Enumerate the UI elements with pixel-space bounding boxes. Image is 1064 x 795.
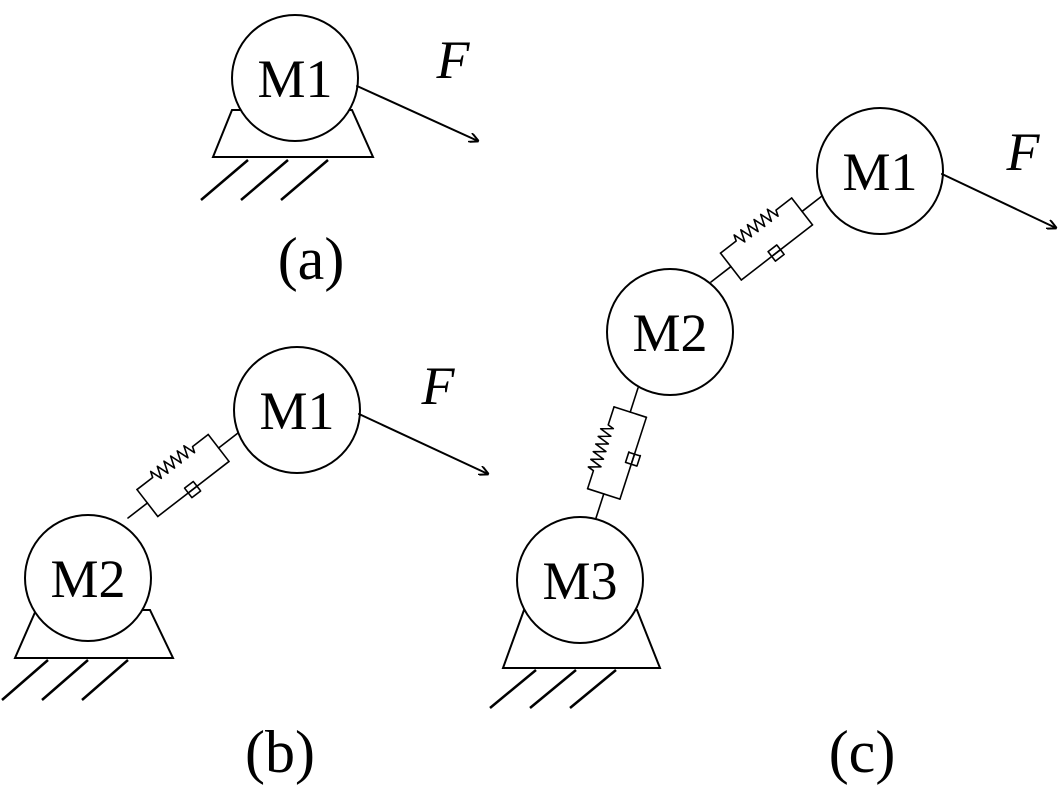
diagram-c: M3 M2 M1 F (c) bbox=[489, 107, 1056, 785]
ground-hatch-a bbox=[200, 159, 329, 201]
mass-m2-b bbox=[24, 514, 152, 642]
mass-m3-c bbox=[516, 516, 644, 644]
mass-m1-a bbox=[231, 14, 359, 142]
caption-b: (b) bbox=[245, 719, 315, 785]
mass-m2-label-b: M2 bbox=[50, 549, 125, 609]
force-arrow-b bbox=[358, 413, 488, 474]
force-label-c: F bbox=[1006, 122, 1041, 182]
diagram-a: M1 F (a) bbox=[200, 14, 478, 292]
mass-m2-label-c: M2 bbox=[632, 303, 707, 363]
force-label-b: F bbox=[421, 356, 456, 416]
ground-hatch-b bbox=[1, 659, 129, 701]
mass-m3-label-c: M3 bbox=[542, 551, 617, 611]
spring-damper-c-lower bbox=[586, 387, 648, 519]
mass-m2-c bbox=[606, 268, 734, 396]
mass-m1-label-a: M1 bbox=[257, 49, 332, 109]
force-arrow-a bbox=[356, 85, 478, 141]
diagram-b: M2 M1 F (b) bbox=[1, 346, 488, 785]
force-label-a: F bbox=[436, 30, 471, 90]
mass-m1-c bbox=[816, 107, 944, 235]
caption-a: (a) bbox=[278, 226, 345, 292]
mass-m1-label-b: M1 bbox=[259, 381, 334, 441]
force-arrow-c bbox=[941, 173, 1056, 228]
ground-hatch-c bbox=[489, 669, 617, 709]
mass-m1-label-c: M1 bbox=[842, 142, 917, 202]
spring-damper-c-upper bbox=[710, 195, 823, 283]
caption-c: (c) bbox=[829, 719, 896, 785]
mass-m1-b bbox=[233, 346, 361, 474]
spring-damper-b bbox=[127, 432, 239, 519]
